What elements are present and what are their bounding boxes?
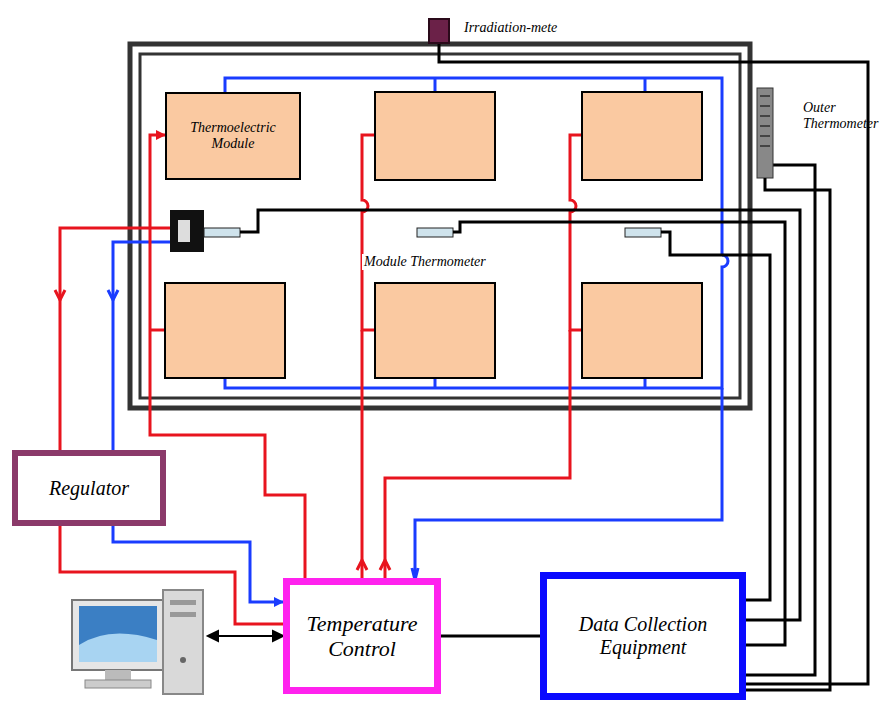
outer-thermometer-icon (760, 96, 770, 146)
connector-line (746, 178, 830, 690)
computer-icon (72, 590, 203, 694)
node-text: Data Collection Equipment (547, 613, 739, 659)
module-thermometer-label: Module Thermometer (362, 254, 488, 270)
node-text: Thermoelectric Module (167, 120, 299, 152)
blue-pipes (108, 78, 728, 580)
chamber-inner (140, 54, 740, 398)
module-thermometer-icon (204, 228, 661, 237)
thermoelectric-module: Thermoelectric Module (165, 92, 301, 180)
connector-plug (178, 220, 190, 242)
node-text: Regulator (45, 477, 133, 500)
irradiation-meter: Irradiation-mete (428, 18, 450, 44)
computer-link-arrow (208, 631, 283, 641)
node-text: Temperature Control (290, 611, 434, 662)
connector-plug (170, 210, 204, 252)
data-collection-box: Data Collection Equipment (540, 572, 746, 700)
connector-line (150, 135, 305, 578)
node-text: Outer Thermometer (803, 100, 880, 132)
outer-thermometer-icon (757, 88, 773, 178)
thermoelectric-module (165, 92, 702, 378)
connector-line (441, 635, 540, 638)
chamber-outer (130, 44, 750, 408)
connector-line (113, 526, 283, 602)
connector-line (60, 526, 283, 624)
node-text: Irradiation-mete (464, 20, 557, 36)
temperature-control-box: Temperature Control (283, 578, 441, 694)
regulator-box: Regulator (12, 450, 166, 526)
outer-thermometer: Outer Thermometer (757, 88, 773, 178)
